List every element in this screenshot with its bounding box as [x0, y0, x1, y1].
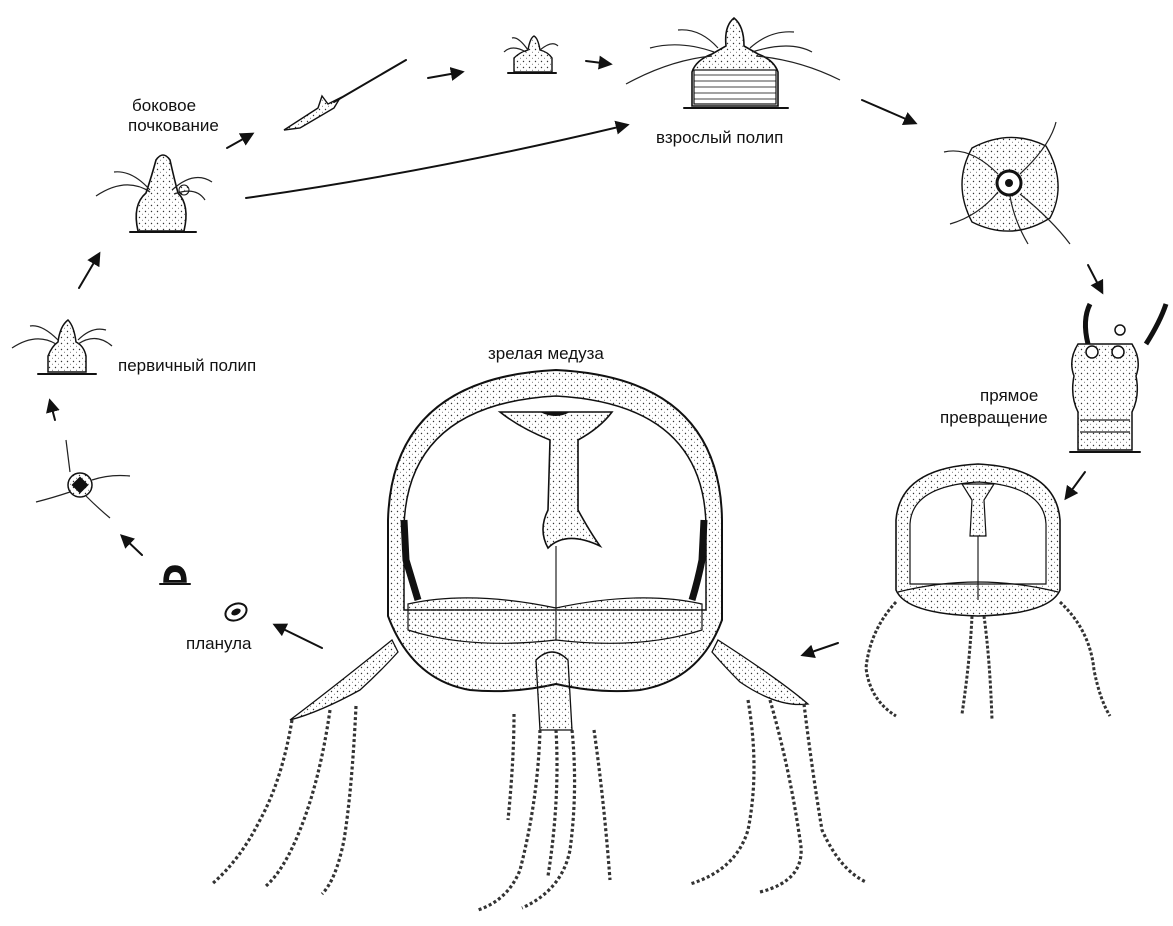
arrow-to-primary-polyp [50, 401, 55, 420]
young-medusa-illustration [866, 464, 1110, 720]
arrow-budding-to-fragment [227, 134, 252, 148]
adult-polyp-illustration [626, 18, 840, 108]
metamorphosing-polyp-illustration [1070, 304, 1166, 452]
label-planula: планула [186, 634, 251, 654]
budding-polyp-illustration [96, 155, 212, 232]
settled-larva-illustration [36, 440, 130, 518]
arrow-transform-to-metamorph [1088, 265, 1102, 292]
planula-stages-illustration [160, 566, 249, 624]
label-mature-medusa: зрелая медуза [488, 344, 604, 364]
transforming-polyp-top-view [944, 122, 1070, 244]
arrow-fragment-to-small-polyp [428, 72, 462, 78]
arrow-medusa-to-planula [275, 625, 322, 648]
arrow-budding-to-adult-polyp [246, 125, 627, 198]
label-primary-polyp: первичный полип [118, 356, 256, 376]
arrow-metamorph-to-young-medusa [1066, 472, 1085, 498]
arrow-planula-to-settled [122, 536, 142, 555]
primary-polyp-illustration [12, 320, 112, 374]
fragment-illustration [284, 60, 406, 130]
label-lateral-budding-line1: боковое [132, 96, 196, 116]
arrow-adult-polyp-to-transform [862, 100, 915, 123]
small-polyp-illustration [504, 36, 558, 73]
label-direct-transformation-line1: прямое [980, 386, 1038, 406]
mature-medusa-illustration [212, 370, 866, 910]
label-lateral-budding-line2: почкование [128, 116, 219, 136]
label-direct-transformation-line2: превращение [940, 408, 1048, 428]
arrow-young-to-mature-medusa [803, 643, 838, 655]
arrow-primary-to-budding [79, 254, 99, 288]
label-adult-polyp: взрослый полип [656, 128, 783, 148]
arrow-small-to-adult-polyp [586, 61, 610, 64]
